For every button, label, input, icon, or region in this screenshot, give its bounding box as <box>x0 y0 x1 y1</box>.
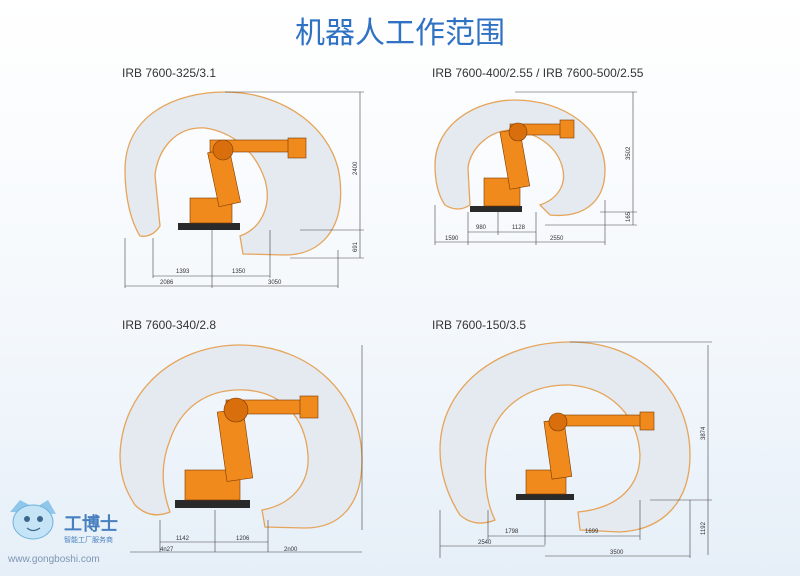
diagram-2: 980 1128 1590 2550 3502 165 <box>434 91 637 245</box>
dim-1-d: 3050 <box>268 280 282 286</box>
dim-1-e: 2400 <box>353 161 359 175</box>
dim-4-d: 3500 <box>610 550 624 556</box>
dim-3-d: 2n00 <box>284 547 298 553</box>
model-label-4: IRB 7600-150/3.5 <box>432 318 527 332</box>
work-envelope-4 <box>439 341 691 533</box>
dim-2-e: 3502 <box>626 146 632 160</box>
dim-4-c: 2540 <box>478 540 492 546</box>
dim-4-a: 1798 <box>505 529 519 535</box>
dim-3-b: 1206 <box>236 536 250 542</box>
mascot-icon <box>10 500 56 540</box>
model-label-1: IRB 7600-325/3.1 <box>122 66 217 80</box>
watermark-sub: 智能工厂服务商 <box>64 535 113 544</box>
dim-1-a: 1393 <box>176 269 190 275</box>
robot-4 <box>516 411 655 500</box>
model-label-3: IRB 7600-340/2.8 <box>122 318 217 332</box>
dim-1-f: 691 <box>353 241 359 252</box>
robot-2 <box>470 119 575 212</box>
dim-4-f: 1192 <box>701 521 707 535</box>
robot-1 <box>178 137 307 230</box>
work-envelope-1 <box>124 91 342 256</box>
dim-2-c: 1590 <box>445 236 459 242</box>
diagram-4: 1798 1699 2540 3500 3874 1192 <box>439 341 712 558</box>
dim-2-f: 165 <box>626 211 632 222</box>
dim-3-a: 1142 <box>176 536 190 542</box>
dim-3-c: 4n27 <box>160 547 174 553</box>
dim-2-b: 1128 <box>512 225 526 231</box>
watermark-brand: 工博士 <box>64 513 118 535</box>
dim-4-e: 3874 <box>701 426 707 440</box>
page-title: 机器人工作范围 <box>295 16 505 51</box>
model-label-2: IRB 7600-400/2.55 / IRB 7600-500/2.55 <box>432 66 644 80</box>
dim-2-a: 980 <box>476 225 487 231</box>
dim-1-c: 2086 <box>160 280 174 286</box>
robot-3 <box>175 395 319 508</box>
dim-1-b: 1350 <box>232 269 246 275</box>
work-envelope-3 <box>119 344 363 529</box>
dim-2-d: 2550 <box>550 236 564 242</box>
diagram-1: 1393 1350 2086 3050 2400 691 <box>124 91 364 288</box>
diagram-3: 1142 1206 4n27 2n00 <box>119 344 363 553</box>
watermark: 工博士 智能工厂服务商 www.gongboshi.com <box>7 500 118 565</box>
watermark-url: www.gongboshi.com <box>7 554 100 565</box>
dim-4-b: 1699 <box>585 529 599 535</box>
